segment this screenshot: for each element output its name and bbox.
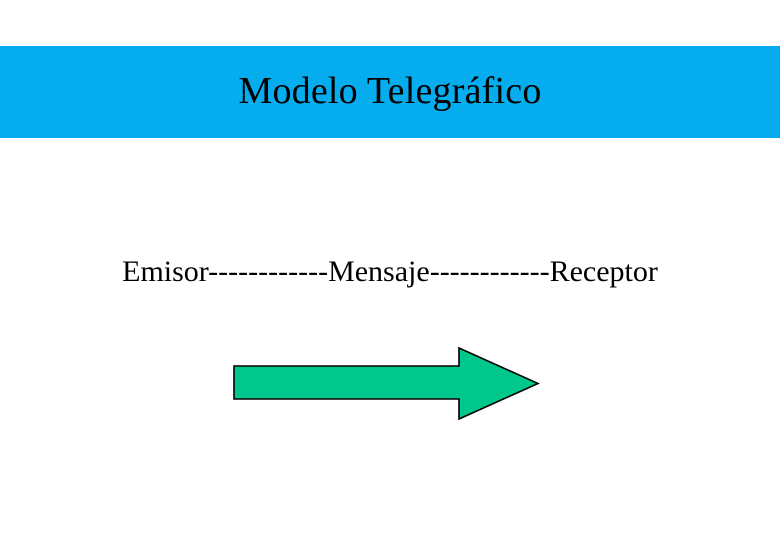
right-arrow-icon <box>233 346 540 421</box>
model-sequence-text: Emisor------------Mensaje------------Rec… <box>122 255 658 288</box>
page-title: Modelo Telegráfico <box>238 70 542 112</box>
right-arrow-shape <box>231 345 541 423</box>
title-banner: Modelo Telegráfico <box>0 46 780 138</box>
arrow-polygon <box>233 346 540 421</box>
communication-model-line: Emisor------------Mensaje------------Rec… <box>0 255 780 290</box>
